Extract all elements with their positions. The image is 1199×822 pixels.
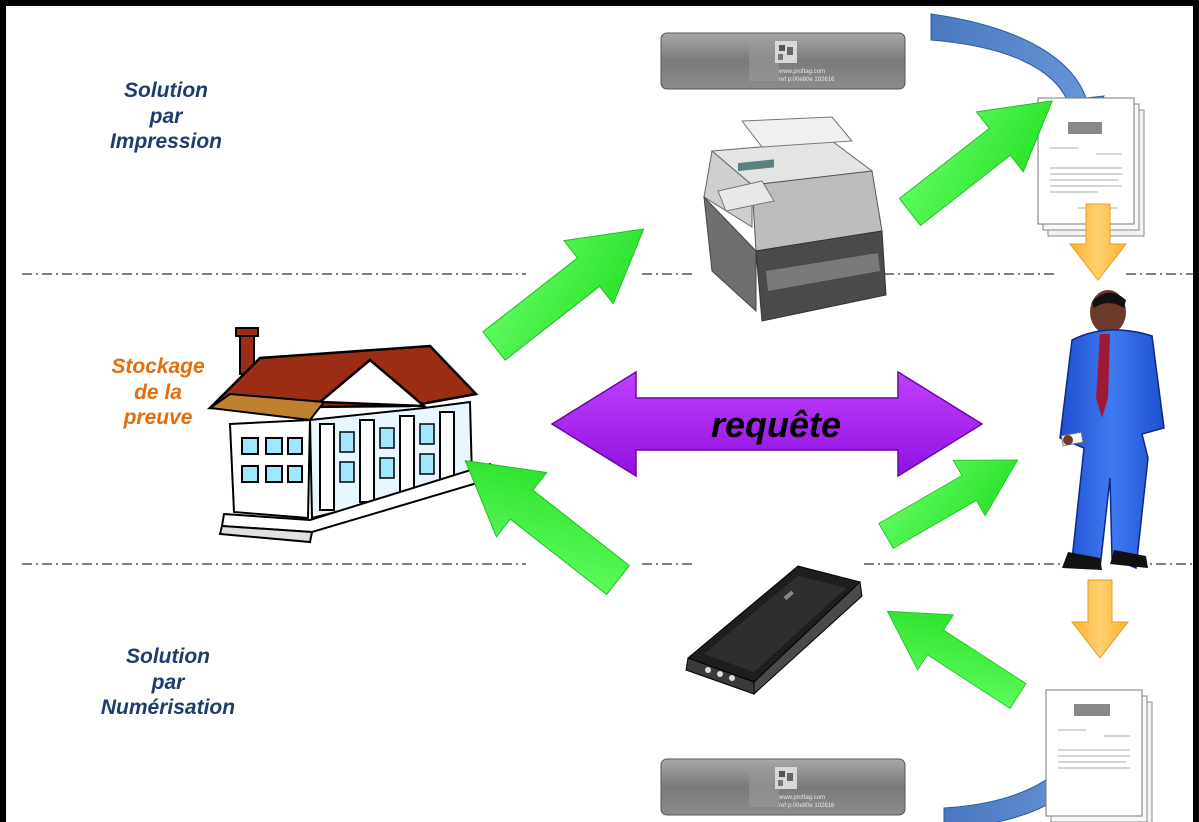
proftag-label-top-icon: www.proftag.com ref p:00e80e 102616	[660, 32, 906, 90]
scan-solution-line-2: par	[151, 670, 185, 694]
storage-line-1: Stockage	[111, 355, 205, 378]
diagram-canvas: www.proftag.com ref p:00e80e 102616 www.…	[22, 13, 1193, 822]
building-icon	[206, 327, 496, 544]
request-label: requête	[710, 404, 842, 445]
scan-solution-line-1: Solution	[126, 645, 210, 668]
green-arrow-building-to-printer	[468, 197, 669, 379]
scan-solution-label: Solution par Numérisation	[58, 644, 278, 721]
svg-text:ref p:00e80e 102616: ref p:00e80e 102616	[779, 77, 835, 83]
document-bottom-icon	[1045, 689, 1153, 822]
print-solution-line-3: Impression	[109, 130, 223, 154]
svg-text:www.proftag.com: www.proftag.com	[778, 795, 825, 801]
orange-arrow-down-top	[1068, 203, 1128, 281]
green-arrow-document-to-scanner	[869, 583, 1037, 724]
print-solution-label: Solution par Impression	[66, 78, 266, 155]
svg-text:www.proftag.com: www.proftag.com	[778, 69, 825, 75]
person-icon	[1059, 290, 1165, 570]
storage-line-2: de la	[134, 380, 182, 404]
svg-text:ref p:00e80e 102616: ref p:00e80e 102616	[779, 803, 835, 809]
storage-label: Stockage de la preuve	[58, 354, 258, 431]
scan-solution-line-3: Numérisation	[100, 696, 236, 720]
separator-lines	[22, 273, 1193, 565]
print-solution-line-2: par	[149, 104, 183, 128]
storage-line-3: preuve	[123, 406, 193, 430]
green-arrow-scanner-to-person	[869, 431, 1035, 565]
scanner-icon	[685, 565, 863, 696]
printer-icon	[703, 116, 887, 322]
proftag-label-bottom-icon: www.proftag.com ref p:00e80e 102616	[660, 758, 906, 816]
purple-double-arrow	[550, 370, 984, 478]
orange-arrow-down-bottom	[1070, 579, 1130, 659]
print-solution-line-1: Solution	[124, 79, 208, 102]
